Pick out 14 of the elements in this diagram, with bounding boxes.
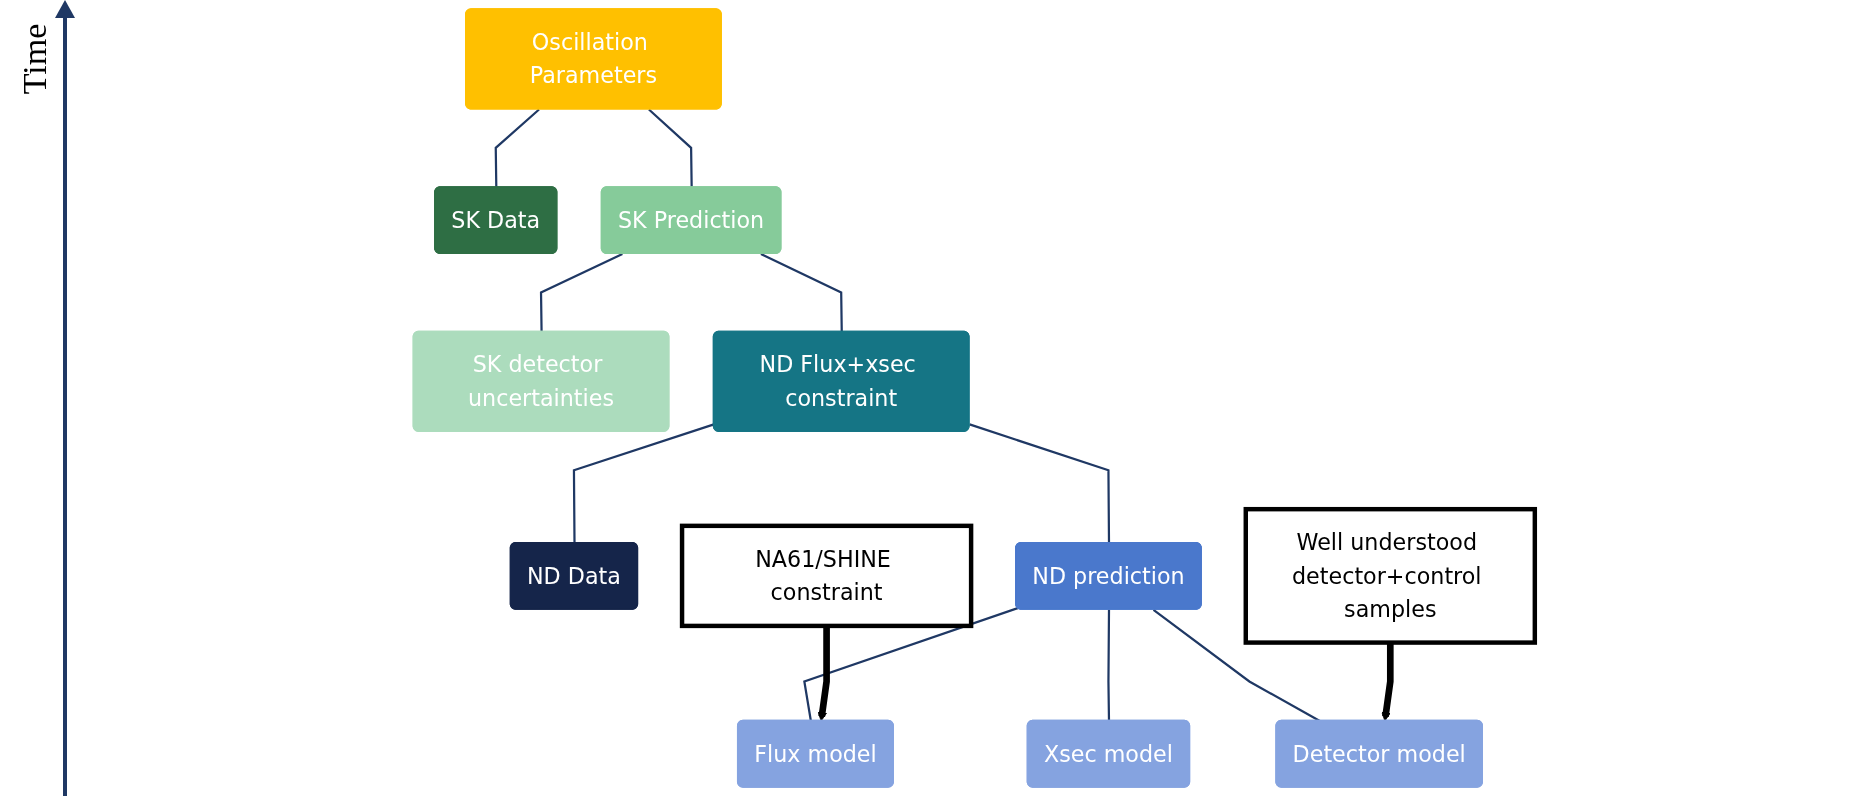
connector xyxy=(494,108,540,188)
connector xyxy=(1107,609,1111,721)
node-box: NA61/SHINE constraint xyxy=(679,523,974,629)
arrow xyxy=(817,625,830,722)
node-box: Well understood detector+control samples xyxy=(1243,506,1538,645)
connector xyxy=(572,423,715,544)
connector xyxy=(648,108,693,188)
arrow xyxy=(1381,642,1394,722)
connector xyxy=(539,253,623,332)
connector xyxy=(803,607,1019,722)
connector xyxy=(969,423,1111,544)
axis-label: Time xyxy=(16,23,55,95)
connector xyxy=(1152,608,1321,722)
connector xyxy=(760,253,843,332)
